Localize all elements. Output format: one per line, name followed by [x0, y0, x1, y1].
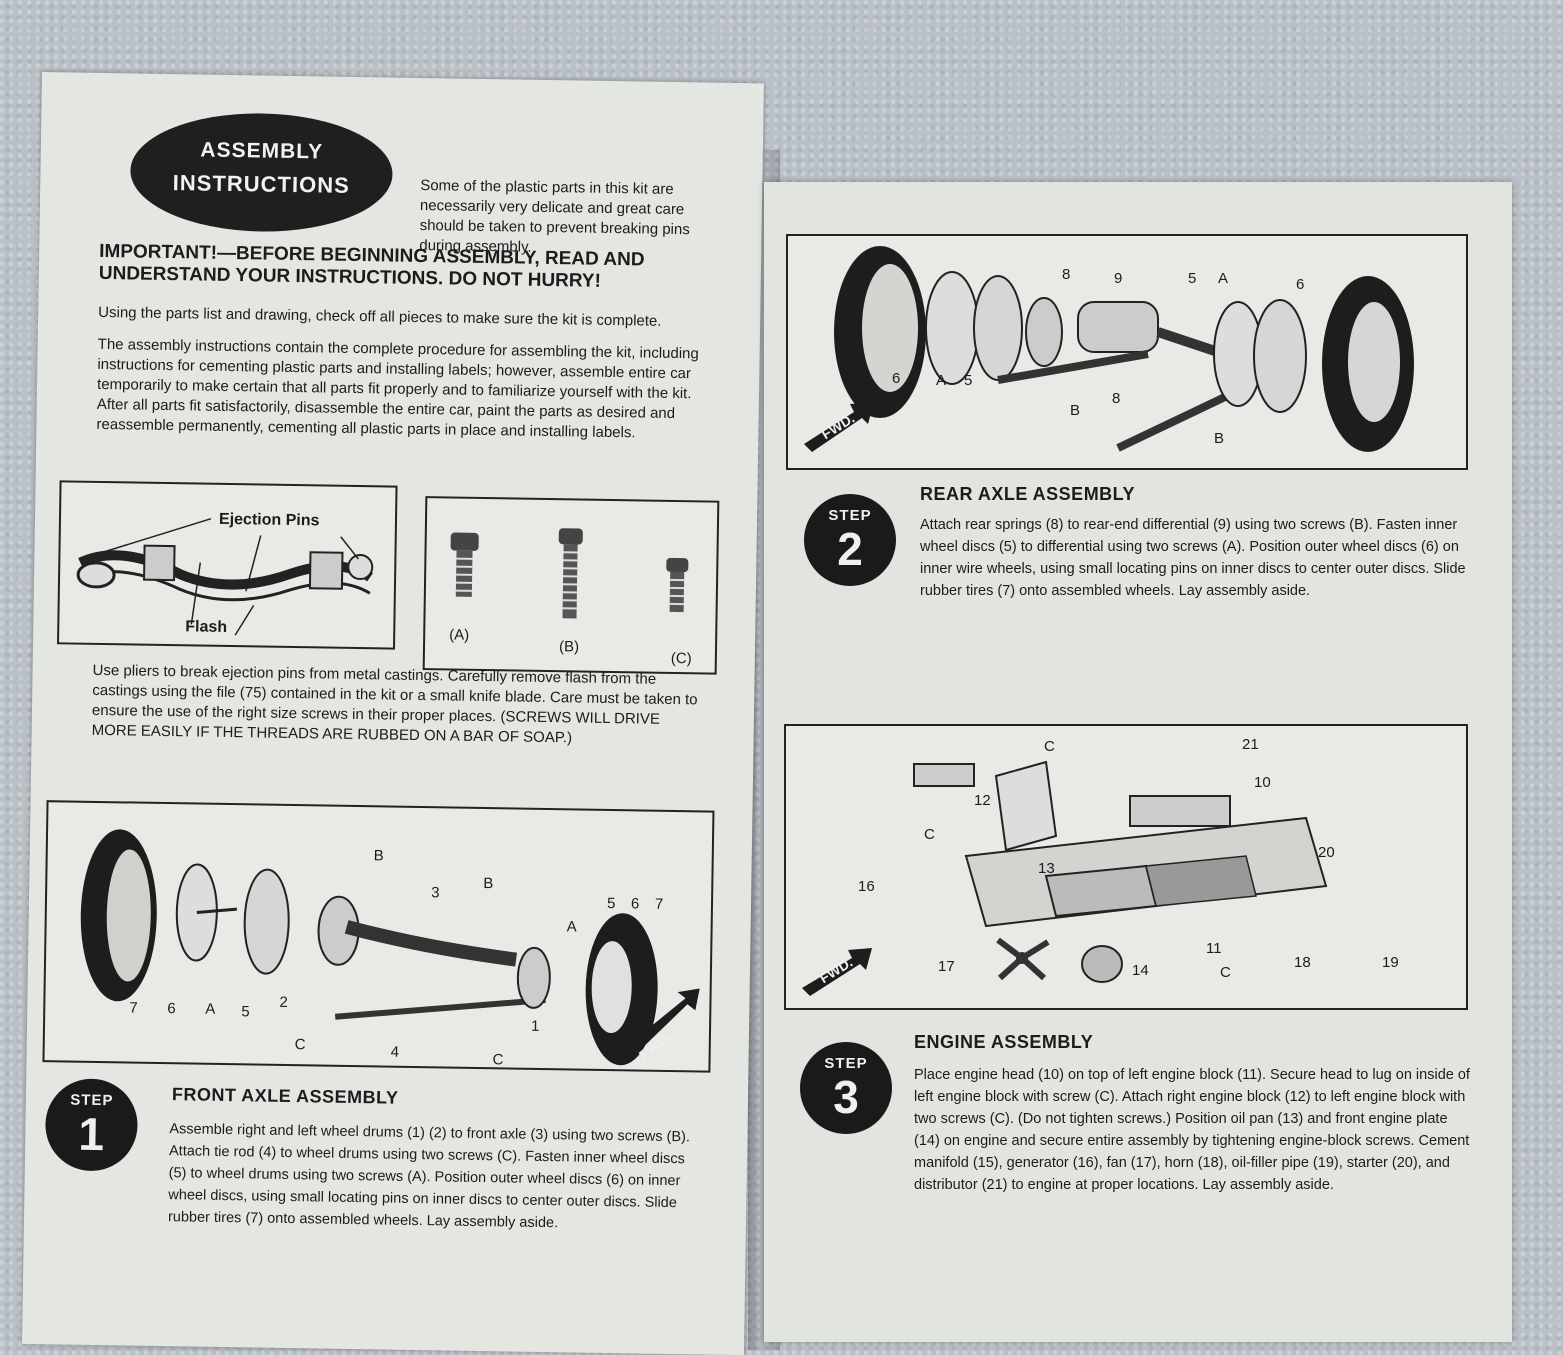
step-1-number: 1 [78, 1107, 105, 1161]
step-2-word: STEP [828, 507, 872, 524]
pliers-paragraph: Use pliers to break ejection pins from m… [91, 661, 698, 747]
step-3-heading: ENGINE ASSEMBLY [914, 1032, 1094, 1052]
fwd-arrow-icon-rear [804, 402, 874, 452]
engine-callout-21: 21 [1242, 736, 1259, 753]
step-3-badge: STEP 3 [800, 1042, 892, 1134]
engine-callout-11: 11 [1206, 940, 1222, 957]
engine-exploded-view [802, 760, 1328, 996]
assembly-body-paragraph: The assembly instructions contain the co… [96, 335, 699, 442]
engine-diagram: C 21 10 12 C 13 20 16 17 14 C 11 18 19 F… [784, 724, 1468, 1010]
step-2-badge: STEP 2 [804, 494, 896, 586]
fan-icon [996, 937, 1050, 981]
rear-callout-5-left: 5 [964, 372, 973, 389]
important-rest-text: Using the parts list and drawing, check … [98, 303, 662, 330]
step-1-text: Assemble right and left wheel drums (1) … [167, 1121, 691, 1232]
rear-axle-diagram: 8 9 5 A 6 7 7 6 A 5 B 8 B FWD. [786, 234, 1468, 470]
rear-callout-5: 5 [1188, 270, 1197, 287]
step-2-text: Attach rear springs (8) to rear-end diff… [920, 517, 1466, 599]
engine-callout-16: 16 [858, 878, 875, 895]
callout-6: 6 [167, 1000, 176, 1018]
rear-axle-exploded-view [804, 246, 1414, 452]
callout-b-top: B [373, 847, 384, 865]
spring-casting-illustration [76, 517, 374, 636]
step-3-text: Place engine head (10) on top of left en… [914, 1067, 1470, 1193]
screw-illustrations [450, 528, 689, 619]
ejection-pins-label: Ejection Pins [218, 510, 320, 530]
engine-callout-10: 10 [1254, 774, 1271, 791]
engine-callout-14: 14 [1132, 962, 1149, 979]
engine-callout-12: 12 [974, 792, 991, 809]
step-2-number: 2 [837, 523, 863, 575]
step-1-badge: STEP 1 [44, 1078, 139, 1172]
rear-callout-8-lower: 8 [1112, 390, 1121, 407]
callout-b-right: B [483, 875, 494, 893]
badge-title-line2: INSTRUCTIONS [172, 170, 350, 198]
step-1-heading: FRONT AXLE ASSEMBLY [171, 1084, 399, 1108]
screw-a-icon [450, 532, 479, 597]
fwd-arrow-icon [634, 988, 700, 1048]
rear-callout-7-left: 7 [844, 366, 853, 383]
flash-label: Flash [185, 618, 228, 636]
rear-callout-7: 7 [1360, 278, 1369, 295]
callout-5: 5 [241, 1003, 250, 1021]
engine-callout-c-top: C [1044, 738, 1055, 755]
front-axle-exploded-view [80, 829, 700, 1066]
callout-a: A [205, 1000, 216, 1018]
engine-callout-19: 19 [1382, 954, 1399, 971]
rear-callout-8: 8 [1062, 266, 1071, 283]
rear-callout-6-left: 6 [892, 370, 901, 387]
rear-callout-b-right: B [1214, 430, 1225, 447]
callout-3: 3 [431, 884, 440, 902]
screw-label-b: (B) [558, 638, 580, 656]
front-axle-diagram: 7 6 A 5 2 3 4 B B A 5 6 7 C C 1 FWD. [42, 800, 715, 1073]
engine-callout-c-left: C [924, 826, 935, 843]
rear-callout-a-left: A [936, 372, 947, 389]
engine-callout-13: 13 [1038, 860, 1055, 877]
right-page: 8 9 5 A 6 7 7 6 A 5 B 8 B FWD. STEP 2 RE… [764, 182, 1512, 1342]
left-page: ASSEMBLY INSTRUCTIONS Some of the plasti… [22, 72, 764, 1355]
callout-6-right: 6 [630, 895, 640, 913]
callout-a-right: A [566, 918, 577, 936]
badge-title-line1: ASSEMBLY [200, 138, 324, 164]
step-3-number: 3 [833, 1071, 859, 1123]
callout-7: 7 [129, 999, 138, 1017]
screw-c-icon [666, 557, 689, 613]
assembly-instructions-badge: ASSEMBLY INSTRUCTIONS [129, 111, 394, 234]
engine-callout-18: 18 [1294, 954, 1311, 971]
rear-callout-6: 6 [1296, 276, 1305, 293]
rear-callout-9: 9 [1114, 270, 1123, 287]
engine-callout-17: 17 [938, 958, 955, 975]
fwd-arrow-icon-engine [802, 948, 872, 996]
engine-callout-20: 20 [1318, 844, 1335, 861]
callout-5-right: 5 [606, 894, 616, 913]
step-2-heading: REAR AXLE ASSEMBLY [920, 484, 1136, 504]
callout-4: 4 [390, 1043, 400, 1061]
screw-b-icon [558, 528, 583, 619]
callout-1: 1 [530, 1017, 540, 1035]
engine-callout-c-bottom: C [1220, 964, 1231, 981]
step-3-word: STEP [824, 1055, 868, 1072]
callout-2: 2 [279, 993, 288, 1011]
callout-c-left: C [294, 1036, 306, 1054]
screw-label-a: (A) [449, 626, 470, 644]
ejection-pins-diagram: Ejection Pins Flash [57, 480, 398, 650]
rear-callout-b-left: B [1070, 402, 1081, 419]
callout-7-right: 7 [654, 895, 664, 913]
screw-label-c: (C) [670, 649, 692, 668]
rear-callout-a: A [1218, 270, 1229, 287]
screw-sizes-diagram: (A) (B) (C) [422, 496, 720, 675]
callout-c-right: C [492, 1051, 504, 1069]
important-heading: IMPORTANT!—BEFORE BEGINNING ASSEMBLY, RE… [98, 240, 645, 292]
